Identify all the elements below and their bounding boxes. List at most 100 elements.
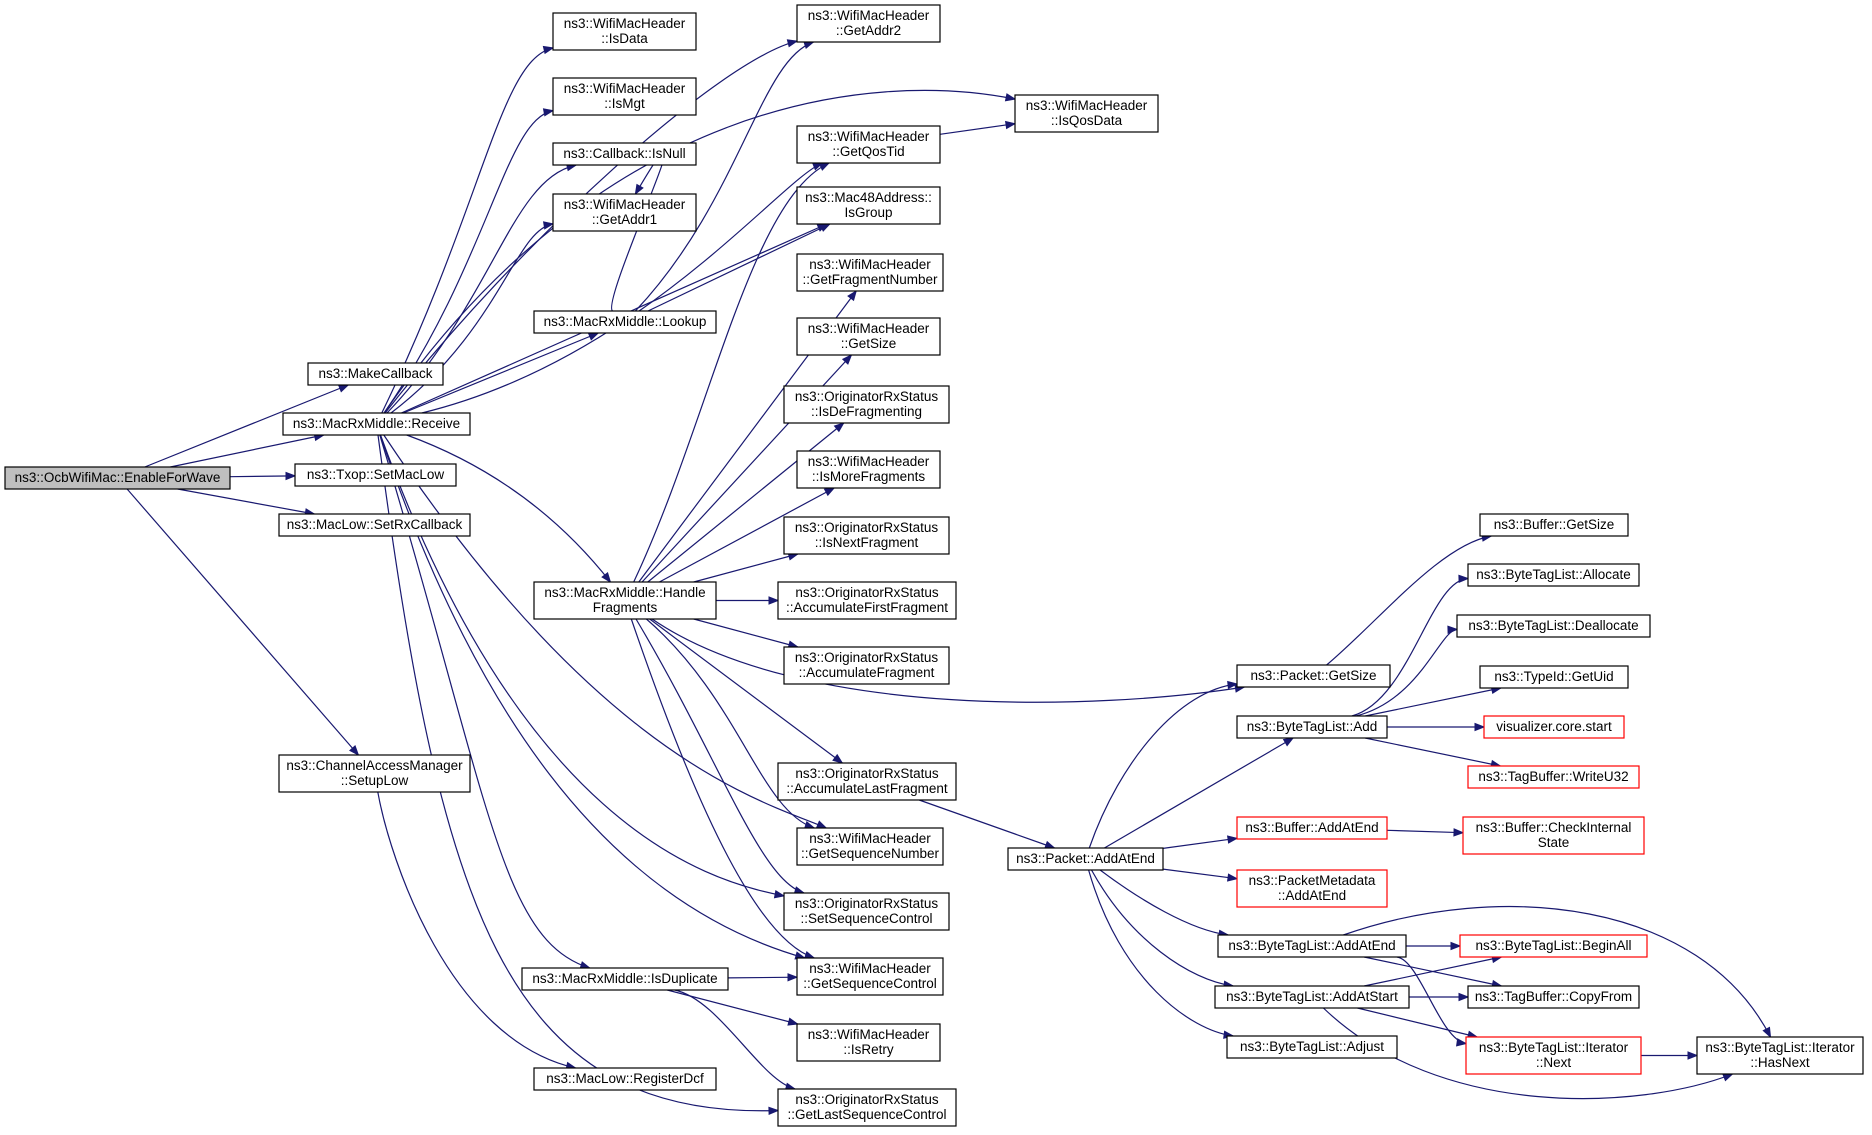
node-box[interactable] — [533, 1067, 717, 1091]
node-getfragmentnumber[interactable]: ns3::WifiMacHeader::GetFragmentNumber — [796, 253, 944, 292]
node-box[interactable] — [278, 754, 471, 793]
node-receive[interactable]: ns3::MacRxMiddle::Receive — [282, 412, 471, 436]
node-getqostid[interactable]: ns3::WifiMacHeader::GetQosTid — [796, 125, 941, 164]
node-box[interactable] — [1236, 869, 1388, 908]
node-box[interactable] — [552, 142, 697, 166]
node-packetgetsize[interactable]: ns3::Packet::GetSize — [1236, 664, 1391, 688]
node-box[interactable] — [796, 827, 944, 866]
node-box[interactable] — [1459, 934, 1648, 958]
node-bufferaddatend[interactable]: ns3::Buffer::AddAtEnd — [1236, 816, 1388, 840]
node-setuplow[interactable]: ns3::ChannelAccessManager::SetupLow — [278, 754, 471, 793]
node-btlallocate[interactable]: ns3::ByteTagList::Allocate — [1467, 563, 1640, 587]
node-btldeallocate[interactable]: ns3::ByteTagList::Deallocate — [1456, 614, 1651, 638]
node-box[interactable] — [1479, 513, 1629, 537]
node-box[interactable] — [777, 762, 957, 801]
node-box[interactable] — [1467, 765, 1640, 789]
node-box[interactable] — [783, 892, 950, 931]
node-box[interactable] — [796, 253, 944, 292]
node-isduplicate[interactable]: ns3::MacRxMiddle::IsDuplicate — [521, 967, 729, 991]
node-box[interactable] — [1236, 715, 1388, 739]
node-box[interactable] — [1214, 985, 1410, 1009]
node-box[interactable] — [783, 516, 950, 555]
node-tbwriteu32[interactable]: ns3::TagBuffer::WriteU32 — [1467, 765, 1640, 789]
node-isdata[interactable]: ns3::WifiMacHeader::IsData — [552, 12, 697, 51]
node-isnull[interactable]: ns3::Callback::IsNull — [552, 142, 697, 166]
node-box[interactable] — [1462, 816, 1645, 855]
node-box[interactable] — [796, 4, 941, 43]
node-box[interactable] — [1467, 985, 1640, 1009]
node-box[interactable] — [282, 412, 471, 436]
node-box[interactable] — [307, 362, 444, 386]
node-packetaddatend[interactable]: ns3::Packet::AddAtEnd — [1007, 847, 1164, 871]
node-box[interactable] — [294, 463, 457, 487]
node-isretry[interactable]: ns3::WifiMacHeader::IsRetry — [796, 1023, 941, 1062]
node-box[interactable] — [796, 317, 941, 356]
node-typeidgetuid[interactable]: ns3::TypeId::GetUid — [1479, 665, 1629, 689]
node-box[interactable] — [1236, 664, 1391, 688]
node-box[interactable] — [796, 957, 944, 996]
node-registerdcf[interactable]: ns3::MacLow::RegisterDcf — [533, 1067, 717, 1091]
node-accumlast[interactable]: ns3::OriginatorRxStatus::AccumulateLastF… — [777, 762, 957, 801]
node-isnextfragment[interactable]: ns3::OriginatorRxStatus::IsNextFragment — [783, 516, 950, 555]
node-lookup[interactable]: ns3::MacRxMiddle::Lookup — [533, 310, 717, 334]
node-hdrgetsize[interactable]: ns3::WifiMacHeader::GetSize — [796, 317, 941, 356]
node-iternext[interactable]: ns3::ByteTagList::Iterator::Next — [1465, 1036, 1642, 1075]
node-accumfirst[interactable]: ns3::OriginatorRxStatus::AccumulateFirst… — [777, 581, 957, 620]
node-makecallback[interactable]: ns3::MakeCallback — [307, 362, 444, 386]
node-box[interactable] — [1236, 816, 1388, 840]
node-box[interactable] — [552, 193, 697, 232]
node-box[interactable] — [796, 1023, 941, 1062]
node-box[interactable] — [521, 967, 729, 991]
node-accumfrag[interactable]: ns3::OriginatorRxStatus::AccumulateFragm… — [783, 646, 950, 685]
node-box[interactable] — [1007, 847, 1164, 871]
node-setseqctrl[interactable]: ns3::OriginatorRxStatus::SetSequenceCont… — [783, 892, 950, 931]
node-isqosdata[interactable]: ns3::WifiMacHeader::IsQosData — [1014, 94, 1159, 133]
node-box[interactable] — [1479, 665, 1629, 689]
node-ismorefragments[interactable]: ns3::WifiMacHeader::IsMoreFragments — [796, 450, 941, 489]
node-buffergetsize[interactable]: ns3::Buffer::GetSize — [1479, 513, 1629, 537]
node-vizstart[interactable]: visualizer.core.start — [1483, 715, 1625, 739]
node-iterhasnext[interactable]: ns3::ByteTagList::Iterator::HasNext — [1696, 1036, 1864, 1075]
node-box[interactable] — [278, 513, 471, 537]
node-btladjust[interactable]: ns3::ByteTagList::Adjust — [1226, 1035, 1398, 1059]
node-box[interactable] — [1483, 715, 1625, 739]
node-box[interactable] — [783, 385, 950, 424]
node-box[interactable] — [533, 310, 717, 334]
node-box[interactable] — [777, 1088, 957, 1127]
node-box[interactable] — [4, 466, 231, 490]
node-box[interactable] — [1696, 1036, 1864, 1075]
node-getseqctrl[interactable]: ns3::WifiMacHeader::GetSequenceControl — [796, 957, 944, 996]
node-box[interactable] — [1226, 1035, 1398, 1059]
node-getlastseqctrl[interactable]: ns3::OriginatorRxStatus::GetLastSequence… — [777, 1088, 957, 1127]
node-box[interactable] — [552, 12, 697, 51]
node-getaddr1[interactable]: ns3::WifiMacHeader::GetAddr1 — [552, 193, 697, 232]
node-box[interactable] — [796, 125, 941, 164]
node-box[interactable] — [1467, 563, 1640, 587]
node-box[interactable] — [783, 646, 950, 685]
node-btlbeginall[interactable]: ns3::ByteTagList::BeginAll — [1459, 934, 1648, 958]
node-ismgt[interactable]: ns3::WifiMacHeader::IsMgt — [552, 77, 697, 116]
node-tbcopyfrom[interactable]: ns3::TagBuffer::CopyFrom — [1467, 985, 1640, 1009]
node-getaddr2[interactable]: ns3::WifiMacHeader::GetAddr2 — [796, 4, 941, 43]
node-setmaclow[interactable]: ns3::Txop::SetMacLow — [294, 463, 457, 487]
node-box[interactable] — [1014, 94, 1159, 133]
node-box[interactable] — [796, 450, 941, 489]
node-pmaddatend[interactable]: ns3::PacketMetadata::AddAtEnd — [1236, 869, 1388, 908]
node-setrxcallback[interactable]: ns3::MacLow::SetRxCallback — [278, 513, 471, 537]
node-box[interactable] — [533, 581, 717, 620]
node-box[interactable] — [1456, 614, 1651, 638]
node-box[interactable] — [777, 581, 957, 620]
node-enableforwave[interactable]: ns3::OcbWifiMac::EnableForWave — [4, 466, 231, 490]
node-box[interactable] — [552, 77, 697, 116]
node-box[interactable] — [796, 186, 941, 225]
node-box[interactable] — [1217, 934, 1407, 958]
node-btladdatend[interactable]: ns3::ByteTagList::AddAtEnd — [1217, 934, 1407, 958]
node-box[interactable] — [1465, 1036, 1642, 1075]
node-isgroup[interactable]: ns3::Mac48Address::IsGroup — [796, 186, 941, 225]
node-bytetaglistadd[interactable]: ns3::ByteTagList::Add — [1236, 715, 1388, 739]
node-btladdatstart[interactable]: ns3::ByteTagList::AddAtStart — [1214, 985, 1410, 1009]
node-getseqnum[interactable]: ns3::WifiMacHeader::GetSequenceNumber — [796, 827, 944, 866]
node-isdefragmenting[interactable]: ns3::OriginatorRxStatus::IsDeFragmenting — [783, 385, 950, 424]
